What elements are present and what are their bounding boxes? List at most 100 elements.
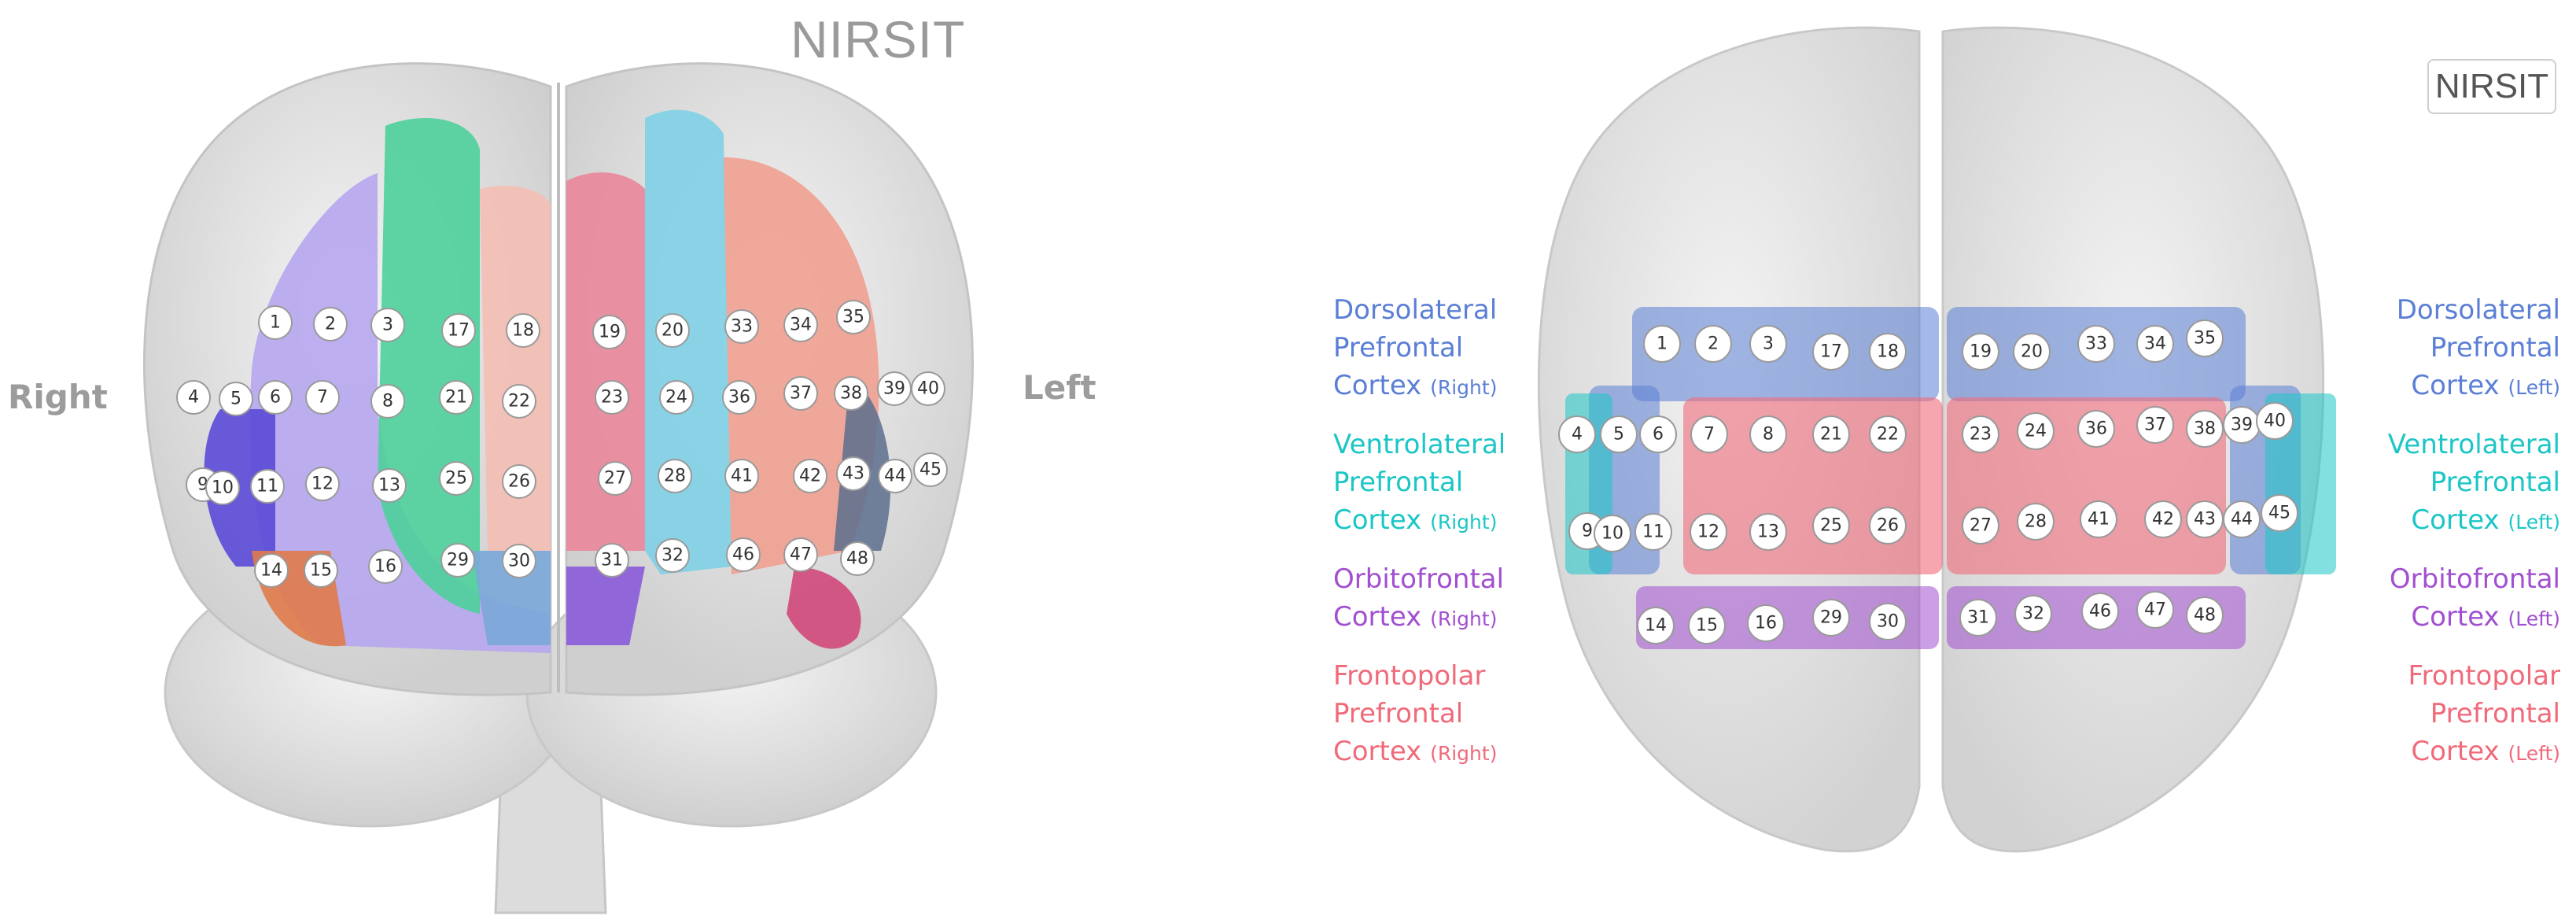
left-channel-label: 17 [448, 321, 470, 341]
right-channel-marker [1962, 507, 1999, 545]
left-channel-label: 30 [508, 552, 530, 571]
left-channel-label: 45 [919, 460, 942, 480]
left-channel-marker [836, 456, 871, 491]
left-channel-marker [502, 544, 536, 578]
right-channel-marker [2077, 410, 2115, 448]
right-channel-marker [1690, 513, 1727, 551]
side-label-right: Right [8, 378, 108, 416]
left-channel-label: 23 [601, 388, 623, 408]
left-channel-marker [258, 305, 293, 340]
legend-side: (Right) [1430, 607, 1498, 630]
left-channel-marker [372, 468, 407, 503]
left-channel-label: 28 [664, 467, 686, 486]
left-channel-label: 46 [732, 545, 754, 565]
legend-line: Prefrontal [2430, 467, 2560, 498]
left-channel-marker [595, 380, 629, 415]
legend-line: Orbitofrontal [2389, 563, 2560, 595]
left-channel-marker [911, 371, 945, 406]
left-channel-label: 36 [728, 388, 750, 408]
right-channel-marker [2223, 500, 2261, 538]
left-channel-marker [502, 464, 536, 499]
right-channel-label: 11 [1642, 522, 1664, 542]
right-channel-label: 22 [1877, 425, 1899, 445]
left-channel-marker [304, 553, 338, 588]
left-channel-label: 29 [447, 551, 469, 570]
right-channel-marker [1694, 325, 1732, 363]
left-channel-label: 33 [731, 317, 753, 337]
right-channel-marker [1749, 325, 1787, 363]
left-channel-marker [913, 452, 948, 487]
left-channel-label: 16 [374, 557, 396, 577]
left-channel-label: 10 [212, 478, 234, 498]
right-channel-label: 8 [1763, 425, 1774, 445]
legend-line: Prefrontal [1333, 698, 1464, 729]
right-channel-marker [1959, 599, 1997, 637]
left-channel-marker [722, 380, 757, 415]
left-channel-marker [439, 461, 474, 496]
legend-dorsolateral-left: Dorsolateral Prefrontal Cortex (Left) [2388, 291, 2560, 407]
left-channel-marker [305, 467, 340, 501]
left-channel-marker [370, 308, 405, 342]
left-channel-marker [176, 380, 211, 415]
right-channel-label: 15 [1696, 616, 1718, 636]
left-channel-label: 24 [665, 388, 687, 408]
right-channel-label: 30 [1877, 612, 1899, 632]
left-channel-marker [834, 376, 868, 411]
right-channel-marker [1600, 415, 1638, 453]
right-channel-label: 25 [1820, 516, 1842, 536]
legend-left-hemisphere: Dorsolateral Prefrontal Cortex (Left) Ve… [2388, 291, 2560, 773]
left-channel-label: 11 [256, 477, 278, 497]
left-channel-label: 2 [325, 315, 336, 334]
region-cyan [645, 109, 732, 574]
right-channel-marker [2136, 325, 2174, 363]
right-channel-marker [2013, 333, 2051, 371]
left-channel-label: 3 [382, 316, 393, 335]
right-channel-label: 44 [2231, 510, 2253, 530]
right-channel-marker [2080, 500, 2117, 538]
left-channel-label: 47 [790, 545, 812, 565]
right-channel-label: 12 [1697, 522, 1719, 542]
left-channel-label: 40 [917, 379, 939, 399]
left-channel-marker [726, 537, 761, 572]
legend-line: Orbitofrontal [1333, 563, 1505, 595]
legend-frontopolar-right: Frontopolar Prefrontal Cortex (Right) [1333, 657, 1505, 773]
right-channel-marker [1812, 599, 1850, 637]
right-channel-label: 19 [1970, 342, 1992, 362]
left-channel-marker [783, 376, 818, 411]
right-channel-label: 31 [1967, 608, 1989, 628]
right-channel-marker [2136, 591, 2174, 629]
right-channel-label: 34 [2144, 334, 2166, 354]
region-lavender [249, 173, 551, 653]
right-channel-marker [1812, 415, 1850, 453]
left-channel-label: 27 [604, 469, 626, 489]
right-channel-marker [1594, 515, 1631, 552]
legend-line: Cortex [2411, 601, 2500, 633]
legend-line: Ventrolateral [2387, 429, 2560, 460]
brand-title-right: NIRSIT [2427, 59, 2556, 114]
left-channel-label: 21 [445, 388, 467, 408]
right-channel-marker [1962, 333, 1999, 371]
legend-line: Cortex [1333, 370, 1422, 401]
left-channel-marker [440, 543, 475, 578]
left-channel-marker [441, 313, 476, 348]
right-channel-label: 20 [2021, 342, 2043, 362]
legend-line: Prefrontal [2430, 698, 2560, 729]
right-channel-marker [2186, 596, 2224, 634]
left-channel-label: 38 [840, 384, 862, 404]
left-channel-label: 7 [317, 388, 328, 408]
left-channel-marker [793, 459, 827, 493]
right-channel-label: 39 [2231, 415, 2253, 435]
right-channel-marker [2256, 402, 2294, 440]
left-channel-label: 13 [378, 476, 400, 496]
left-channel-marker [783, 537, 818, 572]
legend-side: (Right) [1430, 511, 1498, 533]
left-channel-marker [254, 553, 289, 588]
right-channel-label: 37 [2144, 415, 2166, 435]
region-peach [480, 186, 551, 551]
right-channel-marker [1869, 603, 1907, 641]
right-channel-label: 17 [1820, 342, 1842, 362]
left-channel-label: 8 [382, 392, 393, 412]
